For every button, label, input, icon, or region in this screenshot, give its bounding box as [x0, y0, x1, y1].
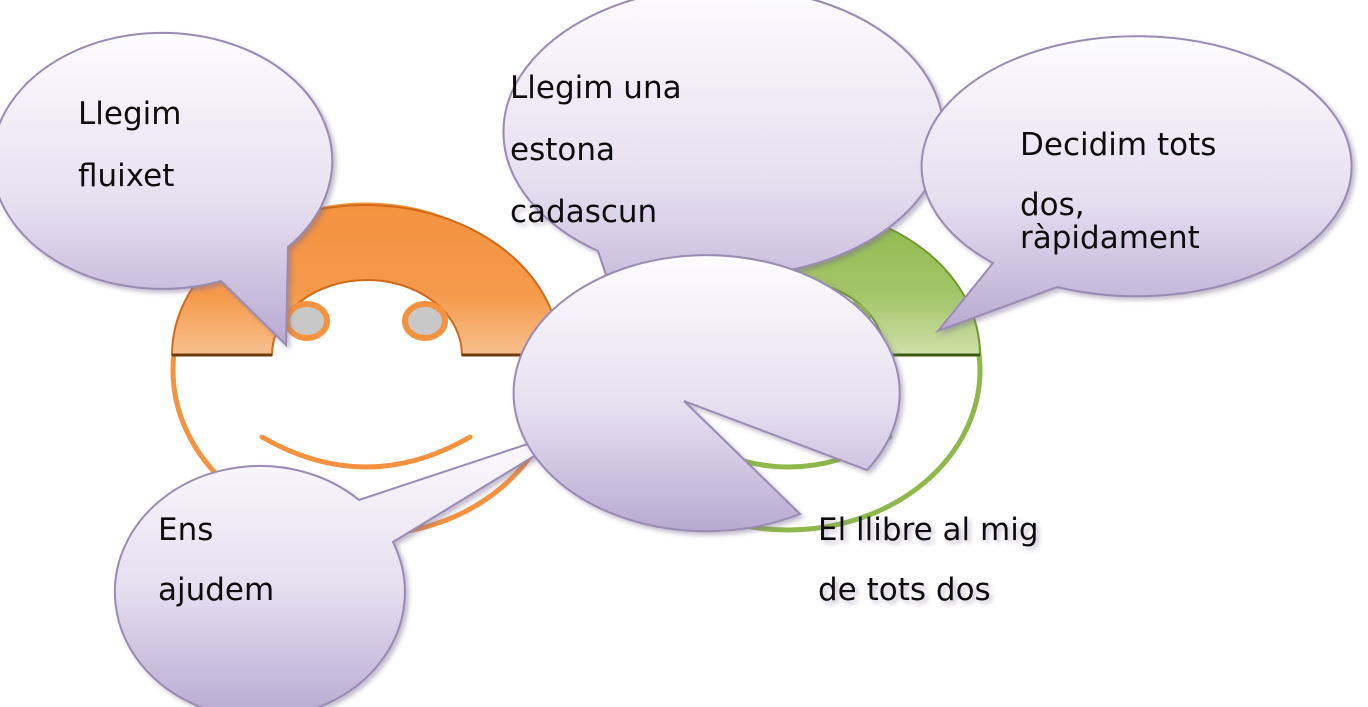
- speech-bubble-3-text: Decidim tots dos, ràpidament: [1020, 127, 1226, 256]
- speech-bubble-1: Llegim fluixet: [0, 31, 334, 348]
- speech-bubble-2-text: Llegim una estona cadascun: [510, 70, 691, 230]
- speech-bubble-5-line-2: de tots dos: [818, 572, 991, 608]
- speech-bubble-4-shape: [113, 424, 586, 707]
- left-face-eye-right: [402, 301, 448, 341]
- speech-bubble-3-shape: [920, 35, 1353, 334]
- speech-bubble-3-line-1: Decidim tots: [1020, 127, 1216, 163]
- speech-bubble-2: Llegim una estona cadascun: [502, 0, 945, 342]
- speech-bubble-2-line-2: estona: [510, 132, 615, 168]
- speech-bubble-3: Decidim tots dos, ràpidament: [920, 35, 1353, 334]
- speech-bubble-4-line-1: Ens: [158, 512, 213, 548]
- speech-bubble-2-line-1: Llegim una: [510, 70, 682, 106]
- speech-bubble-1-line-1: Llegim: [78, 96, 181, 132]
- speech-bubble-4-text: Ens ajudem: [158, 512, 274, 608]
- speech-bubble-1-text: Llegim fluixet: [78, 96, 191, 194]
- left-face-smile: [259, 434, 473, 470]
- speech-bubble-1-line-2: fluixet: [78, 158, 174, 194]
- speech-bubble-2-shape: [502, 0, 945, 342]
- speech-bubble-1-shape: [0, 31, 334, 348]
- left-face-eye-left: [284, 301, 330, 341]
- speech-bubble-5-text: El llibre al mig de tots dos: [818, 512, 1048, 608]
- speech-bubble-2-line-3: cadascun: [510, 194, 657, 230]
- speech-bubble-5: El llibre al mig de tots dos: [512, 254, 1048, 608]
- speech-bubble-5-line-1: El llibre al mig: [818, 512, 1039, 548]
- speech-bubble-3-line-3: ràpidament: [1020, 220, 1200, 256]
- speech-bubble-3-line-2: dos,: [1020, 187, 1085, 223]
- speech-bubble-4-line-2: ajudem: [158, 572, 274, 608]
- speech-bubble-4: Ens ajudem: [113, 424, 586, 707]
- speech-bubble-5-shape: [512, 254, 901, 533]
